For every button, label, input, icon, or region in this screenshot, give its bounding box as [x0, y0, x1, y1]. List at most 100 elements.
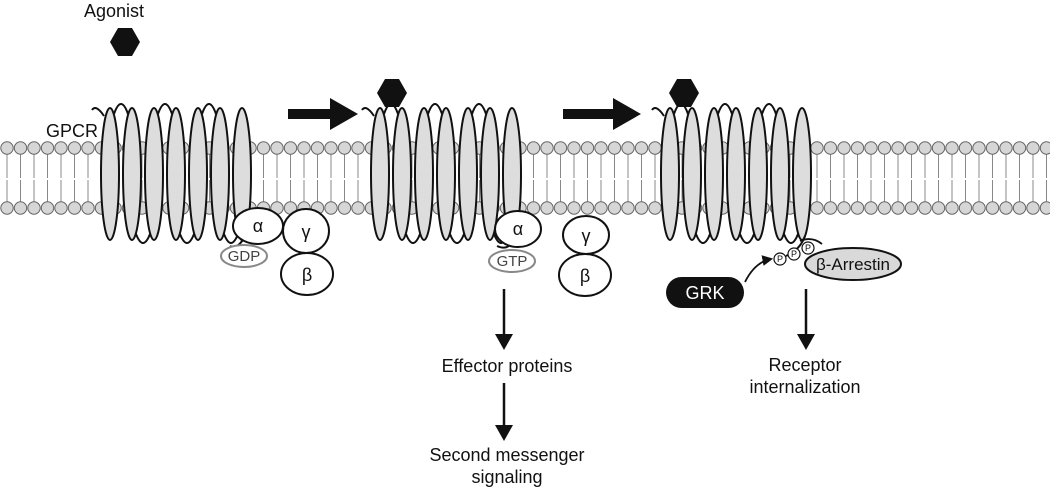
g-alpha-label-active: α: [513, 219, 523, 239]
intracellular-loop: [179, 233, 195, 244]
phosphate-1-label: P: [777, 254, 783, 264]
transmembrane-helix: [100, 107, 120, 241]
lipid-head: [621, 201, 635, 215]
transmembrane-helix: [704, 107, 724, 241]
gpcr-receptor-phosphorylated: [651, 103, 812, 257]
lipid-head: [256, 141, 271, 155]
lipid-head: [40, 201, 55, 215]
n-terminus: [91, 107, 105, 117]
extracellular-loop: [427, 103, 443, 115]
lipid-head: [13, 201, 28, 215]
lipid-head: [837, 201, 851, 215]
transmembrane-helix: [122, 107, 142, 241]
transmembrane-helix: [682, 107, 702, 241]
gpcr-label: GPCR: [46, 121, 98, 141]
n-terminus: [361, 107, 375, 117]
lipid-head: [1026, 141, 1040, 155]
lipid-head: [1026, 201, 1040, 215]
g-gamma-label-free: γ: [582, 226, 591, 246]
phosphate-2: [787, 247, 801, 261]
lipid-head: [634, 201, 649, 215]
extracellular-loop: [471, 103, 487, 115]
transmembrane-helix: [660, 107, 680, 241]
lipid-head: [580, 141, 595, 155]
lipid-head: [958, 201, 973, 215]
lipid-head: [918, 201, 932, 215]
lipid-head: [823, 141, 838, 155]
lipid-head: [337, 141, 352, 155]
lipid-head: [972, 141, 986, 155]
extracellular-loop: [201, 103, 217, 115]
lipid-head: [904, 201, 919, 215]
n-terminus: [651, 107, 665, 117]
lipid-head: [13, 141, 28, 155]
transmembrane-helix: [392, 107, 412, 241]
lipid-head: [351, 201, 365, 215]
lipid-head: [324, 141, 338, 155]
lipid-head: [1012, 201, 1027, 215]
lipid-head: [850, 141, 865, 155]
transmembrane-helix: [458, 107, 478, 241]
lipid-head: [904, 141, 919, 155]
g-beta-subunit-free: [558, 253, 612, 297]
gtp-molecule: [488, 249, 536, 273]
c-tail-end: [799, 238, 823, 245]
lipid-head: [945, 201, 959, 215]
transmembrane-helix: [770, 107, 790, 241]
lipid-head: [607, 201, 622, 215]
process-arrow-2: [563, 98, 641, 130]
lipid-head: [837, 141, 851, 155]
g-beta-label: β: [302, 265, 312, 285]
lipid-head: [54, 201, 68, 215]
lipid-head: [972, 201, 986, 215]
lipid-head: [891, 201, 905, 215]
gdp-molecule: [220, 244, 268, 268]
lipid-head: [1039, 141, 1050, 155]
lipid-head: [580, 201, 595, 215]
lipid-head: [324, 201, 338, 215]
arrow-to-second-messenger-head: [495, 425, 513, 441]
lipid-head: [985, 141, 1000, 155]
lipid-head: [810, 141, 824, 155]
transmembrane-helix: [166, 107, 186, 241]
phosphate-2-label: P: [791, 249, 797, 259]
lipid-head: [351, 141, 365, 155]
g-beta-subunit: [280, 252, 334, 296]
intracellular-loop: [783, 233, 799, 244]
lipid-head: [526, 201, 541, 215]
intracellular-loop: [695, 233, 711, 244]
lipid-head: [594, 201, 608, 215]
transmembrane-helix: [414, 107, 434, 241]
lipid-head: [67, 201, 82, 215]
lipid-head: [918, 141, 932, 155]
lipid-head: [594, 141, 608, 155]
phosphate-1: [773, 252, 787, 266]
lipid-head: [850, 201, 865, 215]
receptor-label-line1: Receptor: [768, 355, 841, 375]
lipid-head: [877, 201, 892, 215]
grk-phosphorylation-arrow: [744, 255, 774, 283]
lipid-head: [297, 141, 311, 155]
lipid-head: [823, 201, 838, 215]
phosphate-3: [801, 241, 815, 255]
g-gamma-label: γ: [302, 222, 311, 242]
lipid-head: [891, 141, 905, 155]
lipid-head: [270, 141, 284, 155]
lipid-head: [54, 141, 68, 155]
transmembrane-helix: [436, 107, 456, 241]
lipid-head: [553, 201, 568, 215]
intracellular-loop: [449, 233, 465, 244]
lipid-head: [0, 141, 14, 155]
lipid-head: [1039, 201, 1050, 215]
lipid-head: [648, 201, 662, 215]
extracellular-loop: [113, 103, 129, 115]
g-alpha-subunit-active: [494, 210, 542, 248]
transmembrane-helix: [726, 107, 746, 241]
lipid-head: [634, 141, 649, 155]
gtp-label: GTP: [497, 253, 528, 270]
lipid-head: [27, 141, 41, 155]
lipid-head: [526, 141, 541, 155]
intracellular-loop: [135, 233, 151, 244]
extracellular-loop: [761, 103, 777, 115]
